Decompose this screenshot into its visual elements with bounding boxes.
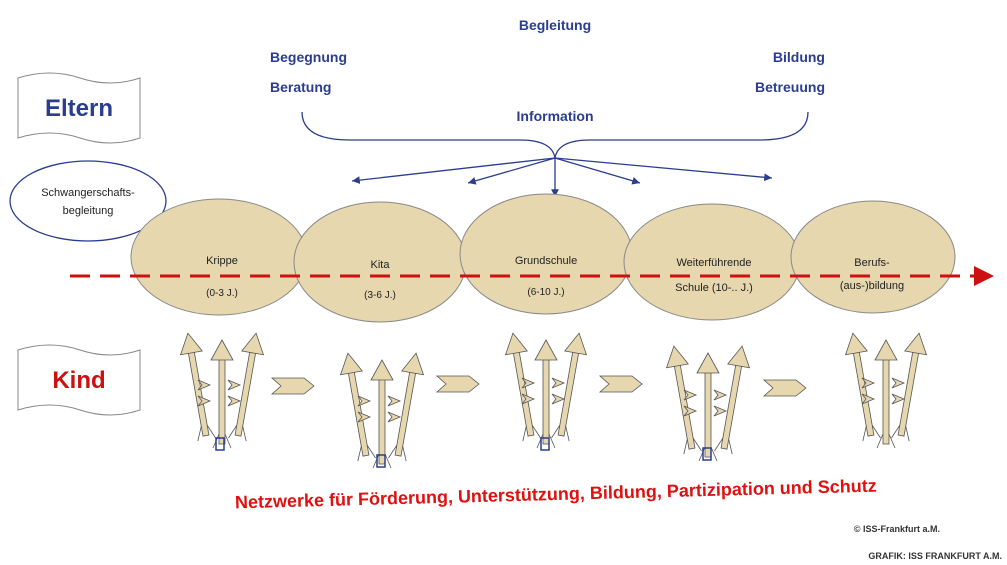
stage-berufs-line1: Berufs- [854, 257, 890, 269]
spear-cluster-4 [662, 343, 754, 462]
stage-kita-line1: Kita [371, 259, 391, 271]
kind-label: Kind [52, 367, 105, 394]
pregnancy-oval: Schwangerschafts- begleitung [9, 160, 167, 242]
spear-cluster-3 [501, 330, 591, 451]
stage-kita-line2: (3-6 J.) [364, 290, 396, 301]
kind-flag: Kind [17, 344, 141, 416]
stage-kita: Kita (3-6 J.) [293, 201, 467, 323]
stage-grundschule-line1: Grundschule [515, 255, 577, 267]
stage-berufsausbildung: Berufs- (aus-)bildung [790, 200, 956, 314]
eltern-label: Eltern [45, 95, 113, 122]
stage-weiterfuehrende-line1: Weiterführende [676, 257, 751, 269]
spear-cluster-5 [841, 330, 931, 449]
spear-cluster-2 [336, 350, 428, 469]
stage-grundschule: Grundschule (6-10 J.) [459, 193, 633, 315]
stage-krippe-line2: (0-3 J.) [206, 288, 238, 299]
label-beratung: Beratung [270, 79, 331, 95]
spear-cluster-1 [176, 330, 268, 451]
information-arrows [351, 157, 773, 197]
label-betreuung: Betreuung [755, 79, 825, 95]
network-text: Netzwerke für Förderung, Unterstützung, … [235, 476, 877, 513]
stage-krippe-line1: Krippe [206, 255, 238, 267]
copyright-text: © ISS-Frankfurt a.M. [854, 524, 940, 534]
stage-weiterfuehrende: Weiterführende Schule (10-.. J.) [623, 203, 801, 321]
credit-text: GRAFIK: ISS FRANKFURT A.M. [868, 551, 1002, 561]
stage-berufs-line2: (aus-)bildung [840, 280, 904, 292]
stage-grundschule-line2: (6-10 J.) [527, 287, 564, 298]
label-begegnung: Begegnung [270, 49, 347, 65]
eltern-flag: Eltern [17, 72, 141, 144]
timeline-arrow [70, 266, 994, 286]
label-information: Information [517, 108, 594, 124]
stage-krippe: Krippe (0-3 J.) [130, 198, 308, 316]
stage-weiterfuehrende-line2: Schule (10-.. J.) [675, 282, 753, 294]
label-bildung: Bildung [773, 49, 825, 65]
pregnancy-line2: begleitung [63, 205, 114, 217]
pregnancy-line1: Schwangerschafts- [41, 187, 135, 199]
label-begleitung: Begleitung [519, 17, 591, 33]
